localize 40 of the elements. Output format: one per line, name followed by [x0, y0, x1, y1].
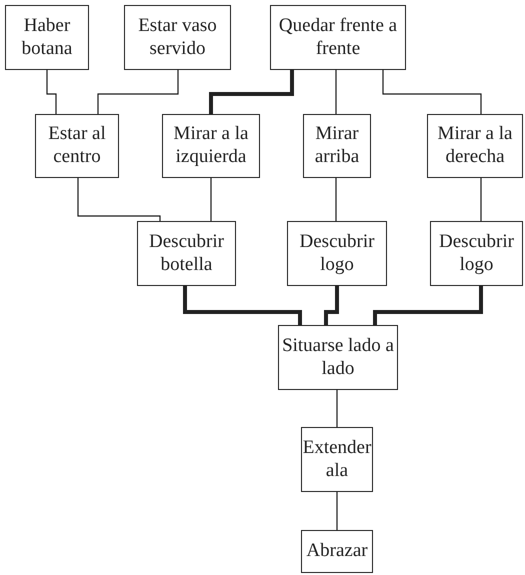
box-label: Estar vaso servido: [137, 14, 218, 60]
box-label: Extender ala: [302, 436, 372, 482]
box-label: Quedar frente a frente: [278, 14, 398, 60]
box-label: Abrazar: [306, 540, 368, 563]
connector-line: [373, 286, 483, 325]
process-box: [278, 325, 398, 390]
process-box: [124, 5, 231, 70]
connector-line: [210, 178, 212, 221]
process-box: [270, 5, 406, 70]
process-box: [427, 114, 523, 178]
box-label: Estar al centro: [47, 123, 107, 169]
box-label: Mirar a la derecha: [436, 123, 514, 169]
connector-line: [209, 70, 294, 114]
connector-line: [335, 178, 337, 221]
process-box: [137, 221, 236, 286]
box-label: Situarse lado a lado: [282, 334, 394, 380]
connector-line: [480, 178, 482, 221]
connector-line: [46, 70, 57, 114]
connector-line: [336, 492, 338, 530]
process-box: [5, 5, 89, 70]
process-box: [35, 114, 119, 178]
box-label: Descubrir logo: [438, 230, 515, 276]
process-box: [301, 530, 373, 573]
connector-line: [335, 70, 337, 114]
process-box: [287, 221, 387, 286]
connector-line: [382, 70, 482, 114]
connector-line: [77, 178, 161, 221]
process-box: [430, 221, 523, 286]
box-label: Descubrir botella: [148, 230, 225, 276]
connector-line: [97, 70, 179, 114]
box-label: Descubrir logo: [298, 230, 376, 276]
process-box: [162, 114, 260, 178]
process-box: [301, 427, 373, 492]
box-label: Haber botana: [20, 14, 74, 60]
connector-line: [183, 286, 302, 325]
box-label: Mirar a la izquierda: [172, 123, 250, 169]
process-box: [303, 114, 371, 178]
box-label: Mirar arriba: [314, 123, 360, 169]
connector-line: [336, 390, 338, 427]
connector-line: [324, 286, 339, 325]
